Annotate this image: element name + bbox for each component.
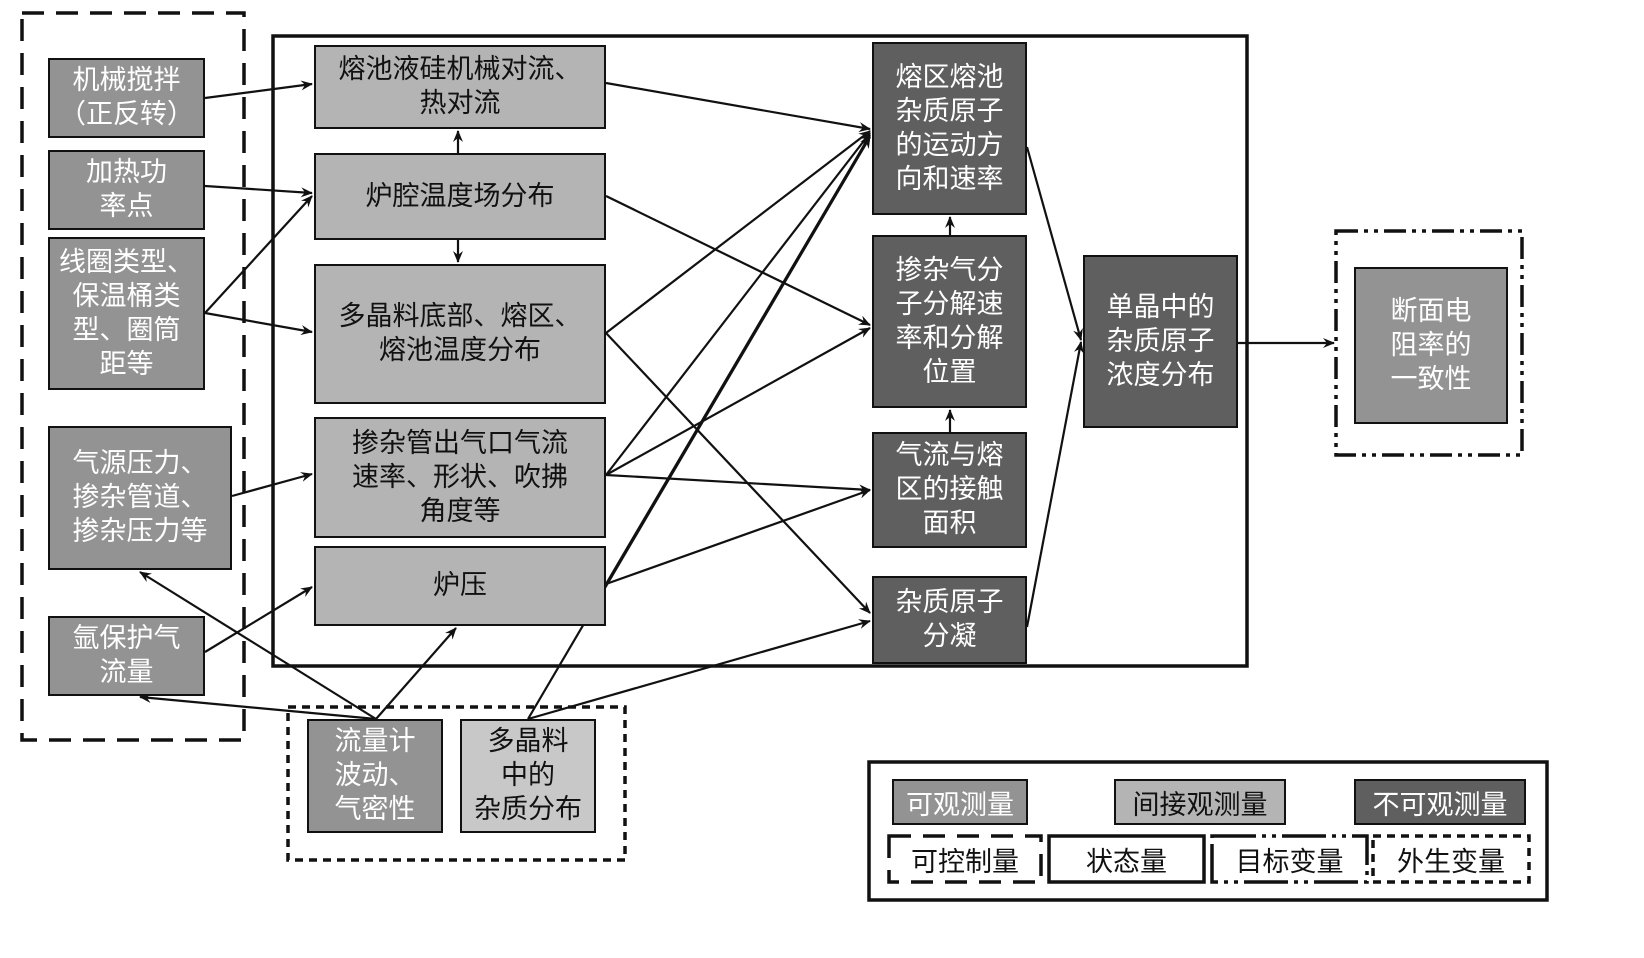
node-argon-flow: 氩保护气 流量 [48,616,205,696]
edges-layer [139,80,1335,721]
node-impurity-motion: 熔区熔池 杂质原子 的运动方 向和速率 [872,42,1027,215]
node-bottom-temp: 多晶料底部、熔区、 熔池温度分布 [314,264,606,404]
legend-controllable: 可控制量 [911,846,1019,878]
legend-controllable-frame [887,834,1043,884]
edge-coil-type-to-cavity-temp [204,195,313,314]
edge-bottom-temp-to-impurity-motion [605,130,871,334]
legend-exogenous-frame [1371,834,1531,884]
legend-observable: 可观测量 [892,779,1028,825]
edge-doping-outlet-to-impurity-motion [605,132,871,476]
node-coil-type: 线圈类型、 保温桶类 型、圈筒 距等 [48,237,205,390]
edge-bottom-temp-to-segregation [605,332,871,614]
edge-flowmeter-to-furnace-pressure [375,627,457,720]
legend-target: 目标变量 [1235,846,1344,878]
node-decomposition: 掺杂气分 子分解速 率和分解 位置 [872,235,1027,408]
controllable-group-frame [20,11,246,742]
edge-poly-impurity-to-segregation [527,619,871,721]
legend-target-frame [1210,834,1369,884]
target-group-frame [1334,229,1524,457]
edge-gas-pressure-to-doping-outlet [231,472,313,498]
edge-argon-flow-to-furnace-pressure [204,586,313,653]
node-doping-outlet: 掺杂管出气口气流 速率、形状、吹拂 角度等 [314,417,606,538]
edge-impurity-motion-to-concentration [1025,146,1083,341]
edge-doping-outlet-to-contact-area [605,473,871,495]
node-resistivity: 断面电 阻率的 一致性 [1354,267,1508,424]
node-gas-pressure: 气源压力、 掺杂管道、 掺杂压力等 [48,426,232,570]
legend-state-frame [1047,834,1206,884]
legend-indirect: 间接观测量 [1114,779,1286,825]
node-furnace-pressure: 炉压 [314,546,606,626]
node-concentration: 单晶中的 杂质原子 浓度分布 [1083,255,1238,428]
legend-exogenous: 外生变量 [1397,846,1505,878]
node-cavity-temp: 炉腔温度场分布 [314,153,606,240]
edge-coil-type-to-bottom-temp [204,311,313,335]
node-convection: 熔池液硅机械对流、 热对流 [314,45,606,129]
legend-frame [867,760,1549,902]
node-mech-stir: 机械搅拌 （正反转） [48,58,205,138]
edge-heat-power-to-cavity-temp [204,184,313,198]
legend-unobservable: 不可观测量 [1354,779,1526,825]
exogenous-group-frame [286,705,627,862]
edge-doping-outlet-to-decomposition [605,327,871,476]
node-contact-area: 气流与熔 区的接触 面积 [872,432,1027,548]
legend-state: 状态量 [1086,846,1167,878]
edge-mech-stir-to-convection [204,80,313,100]
state-group-frame [271,34,1249,668]
node-poly-impurity: 多晶料 中的 杂质分布 [460,719,596,833]
edge-cavity-temp-to-decomposition [605,195,871,326]
edge-flowmeter-to-gas-pressure [139,571,377,720]
node-flowmeter: 流量计 波动、 气密性 [307,719,443,833]
edge-convection-to-impurity-motion [605,81,871,133]
edge-furnace-pressure-to-contact-area [605,488,871,586]
node-heat-power: 加热功 率点 [48,150,205,230]
node-segregation: 杂质原子 分凝 [872,576,1027,664]
edge-flowmeter-to-argon-flow [139,693,377,721]
edge-segregation-to-concentration [1025,341,1084,628]
